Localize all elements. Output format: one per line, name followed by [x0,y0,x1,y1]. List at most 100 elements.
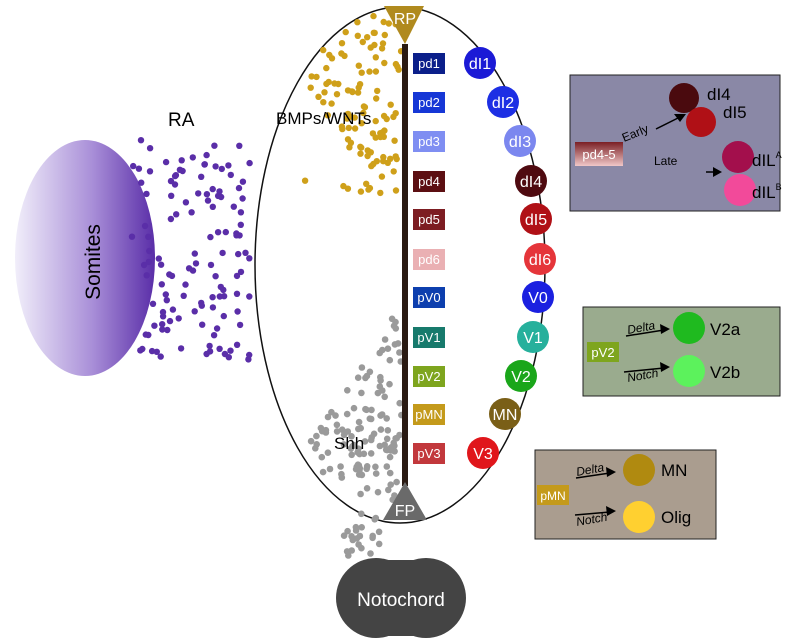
bmp-dot [346,144,353,151]
bmp-dot [342,28,349,36]
shh-dot [324,413,332,421]
progenitor-pd5-label: pd5 [418,212,440,227]
shh-dot [337,463,344,470]
v2a-label: V2a [710,320,741,339]
ra-dot [237,268,245,276]
di5-circle [686,107,716,137]
shh-dot [391,442,398,450]
neuron-di4-label: dI4 [520,174,542,191]
di4-label: dI4 [707,85,731,104]
somites [15,140,155,376]
pv2-box [587,342,619,362]
ra-dot [159,326,166,333]
shh-dot [384,345,392,353]
shh-dot [344,387,351,394]
notochord-dot [367,550,374,557]
ra-dot [146,247,153,255]
progenitor-pv2-label: pV2 [417,369,440,384]
ra-dot [216,188,223,195]
ra-dot [233,290,241,297]
neuron-di4-circle [515,165,547,197]
bmp-dot [344,136,352,143]
bmp-dot [380,18,387,26]
shh-dot [358,389,365,397]
shh-dot [361,438,369,445]
di4-circle [669,83,699,113]
ra-dot [155,255,162,262]
shh-dot [372,470,380,477]
bmp-dot [325,78,332,86]
ra-dot [169,306,177,313]
mn-panel-neuron-label: MN [661,461,687,480]
shh-dot [344,428,352,435]
shh-dot [376,383,384,390]
ra-dot [137,137,145,144]
bmp-dot [356,81,364,88]
ra-dot [207,261,215,269]
shh-dot [349,443,356,450]
bmp-dot [358,120,365,127]
dilb-circle [724,174,756,206]
bmp-dot [313,73,320,81]
bmp-dot [354,32,361,39]
shh-dot [386,356,394,364]
bmp-dot [308,73,315,80]
notochord-dot [372,514,380,522]
neuron-di2-circle [487,86,519,118]
ra-dot [207,233,214,241]
ra-dot [230,203,237,210]
notochord-dot [340,532,348,539]
ra-dot [192,260,200,267]
ra-dot [217,193,225,201]
ra-dot [168,192,175,199]
roof-plate-label: RP [394,11,416,28]
ra-dot [209,185,216,193]
ra-dot [191,250,198,257]
ra-dot [166,317,174,325]
shh-dot [348,451,356,459]
ra-dot [146,168,154,175]
neural-tube [254,6,546,524]
progenitor-pmn-box [413,404,445,425]
progenitor-pd6-box [413,249,445,270]
shh-dot [377,412,384,419]
progenitor-pv3-box [413,443,445,464]
bmp-dot [383,115,390,123]
neuron-di2-label: dI2 [492,95,514,112]
early-arrowhead [674,114,686,122]
ra-dot [140,261,148,269]
shh-dot [383,415,391,422]
bmp-dot [361,104,369,111]
neuron-v2-circle [505,360,537,392]
bmp-dot [381,59,388,67]
neuron-v2-label: V2 [511,369,531,386]
ra-dot [239,195,246,202]
ra-dot [167,215,175,223]
bmp-dot [381,31,388,39]
shh-dot [307,437,315,445]
shh-dot [391,341,399,348]
bmp-dot [333,91,341,98]
neuron-di3-circle [504,125,536,157]
ra-dot [138,179,145,186]
shh-dot [354,374,362,382]
late-arrowhead [713,167,722,177]
ra-dot [168,272,176,280]
shh-dot [386,469,394,477]
neuron-di6-circle [524,243,556,275]
bmp-label: BMPs/WNTs [276,109,371,128]
shh-dot [363,463,371,470]
notochord-dot [352,527,360,534]
shh-dot [318,453,326,461]
shh-dot [374,389,382,397]
ra-dot [128,233,136,240]
notochord-dot [375,528,383,536]
shh-dot [326,465,334,473]
bmp-dot [380,158,387,165]
ra-dot [239,178,247,185]
ra-dot [191,308,198,315]
bmp-dot [338,50,345,57]
bmp-dot [372,117,379,125]
